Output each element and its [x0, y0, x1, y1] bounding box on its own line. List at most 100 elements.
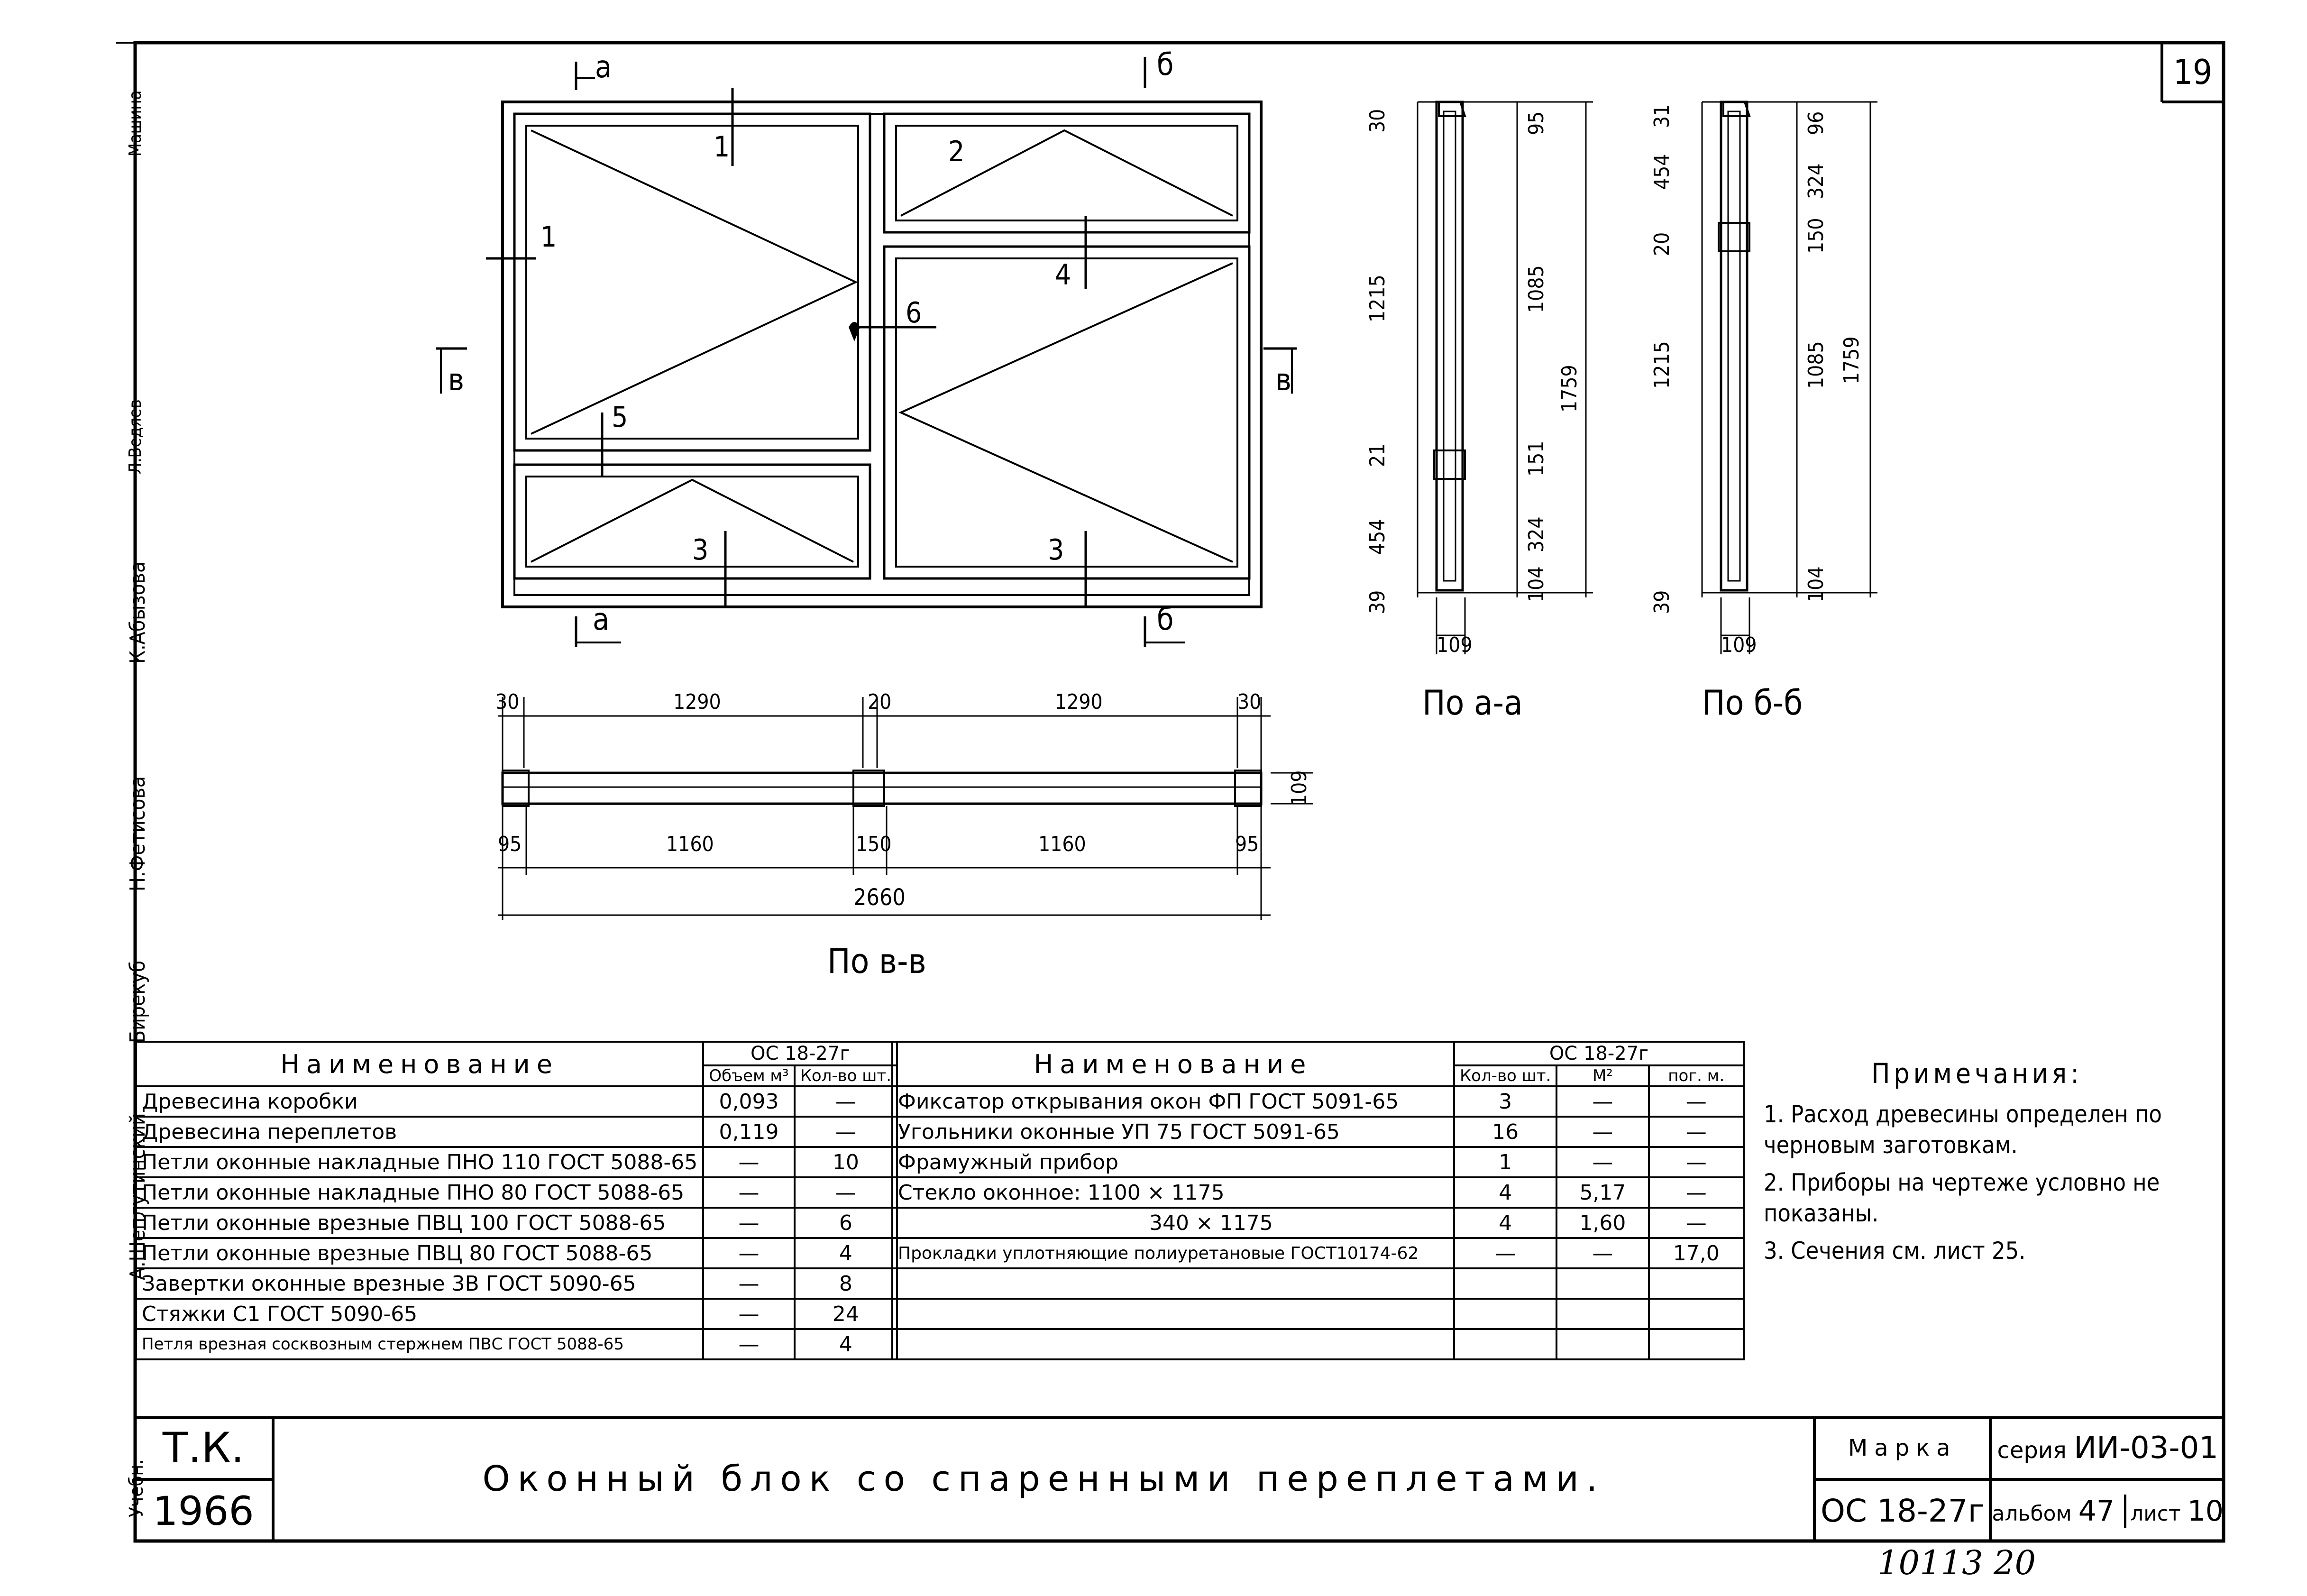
spec-right-col-b: М²	[1556, 1064, 1650, 1087]
dim-b-right: 150	[1804, 218, 1828, 254]
dim-b-left: 31	[1650, 104, 1674, 128]
dim-b-left: 1215	[1650, 341, 1674, 389]
note-item: 3. Сечения см. лист 25.	[1764, 1237, 2026, 1265]
table-row: Петля врезная сосквозным стержнем ПВС ГО…	[135, 1328, 898, 1360]
dim-a-right: 324	[1524, 516, 1548, 552]
section-v-v	[498, 697, 1313, 920]
dim-v-top: 30	[495, 690, 520, 714]
caption-section-b: По б-б	[1702, 683, 1803, 723]
dim-v-top: 1290	[1055, 690, 1103, 714]
dim-b-right: 324	[1804, 163, 1828, 199]
spec-table-left: Наименование ОС 18-27г Объем м³ Кол-во ш…	[135, 1041, 898, 1360]
part-number: 3	[1048, 533, 1064, 567]
stamp-year: 1966	[135, 1478, 275, 1541]
note-item: 1. Расход древесины определен по черновы…	[1764, 1101, 2162, 1159]
dim-b-left: 20	[1650, 232, 1674, 256]
margin-name: Л.Ведяев	[126, 399, 145, 474]
part-number: 5	[612, 401, 628, 434]
spec-right-col-c: пог. м.	[1648, 1064, 1745, 1087]
table-row: Петли оконные накладные ПНО 80 ГОСТ 5088…	[135, 1176, 898, 1209]
table-row: Стяжки С1 ГОСТ 5090-65—24	[135, 1298, 898, 1330]
dim-a-left: 21	[1365, 443, 1390, 467]
dim-v-bottom: 1160	[1038, 832, 1086, 856]
dim-b-right: 96	[1804, 111, 1828, 135]
section-a-a	[1417, 101, 1593, 654]
margin-name: Машина	[126, 90, 145, 157]
dim-b-right: 1085	[1804, 341, 1828, 389]
spec-right-header-name: Наименование	[891, 1041, 1455, 1087]
table-row: Петли оконные врезные ПВЦ 80 ГОСТ 5088-6…	[135, 1237, 898, 1269]
spec-left-col-a: Объем м³	[702, 1064, 796, 1087]
dim-b-bottom: 109	[1721, 633, 1757, 657]
dim-v-bottom: 95	[1235, 832, 1259, 856]
margin-name: К.Абызова	[126, 561, 150, 664]
table-row	[891, 1267, 1745, 1300]
dim-v-top: 30	[1237, 690, 1262, 714]
footer-handwritten-number: 10113 20	[1877, 1543, 2036, 1582]
dim-a-right: 151	[1524, 440, 1548, 477]
dim-a-right: 104	[1524, 566, 1548, 602]
part-number: 3	[692, 533, 709, 567]
table-row: Фиксатор открывания окон ФП ГОСТ 5091-65…	[891, 1085, 1745, 1118]
dim-v-bottom: 150	[856, 832, 892, 856]
dim-v-depth: 109	[1287, 770, 1311, 806]
dim-v-top: 20	[868, 690, 892, 714]
notes-block: Примечания: 1. Расход древесины определе…	[1764, 1057, 2190, 1266]
table-row: Петли оконные врезные ПВЦ 100 ГОСТ 5088-…	[135, 1207, 898, 1239]
title-block: Т.К. Оконный блок со спаренными переплет…	[135, 1418, 2224, 1542]
spec-right-col-a: Кол-во шт.	[1453, 1064, 1558, 1087]
stamp-title: Оконный блок со спаренными переплетами.	[271, 1418, 1816, 1542]
dim-v-overall: 2660	[853, 884, 906, 911]
section-mark-a-bottom: а	[593, 602, 610, 637]
dim-b-left: 39	[1650, 590, 1674, 614]
spec-right-group: ОС 18-27г	[1453, 1041, 1745, 1066]
dim-b-left: 454	[1650, 154, 1674, 190]
margin-name: Бирекуб	[126, 960, 150, 1043]
section-mark-b-bottom: б	[1157, 602, 1174, 637]
dim-v-bottom: 1160	[666, 832, 714, 856]
dim-a-right: 95	[1524, 111, 1548, 135]
stamp-marka-label: Марка	[1813, 1418, 1992, 1481]
dim-a-left: 1215	[1365, 275, 1390, 322]
window-elevation	[436, 57, 1297, 647]
spec-left-col-b: Кол-во шт.	[793, 1064, 898, 1087]
dim-v-top: 1290	[673, 690, 721, 714]
spec-left-group: ОС 18-27г	[702, 1041, 898, 1066]
stamp-marka-value: ОС 18-27г	[1813, 1478, 1992, 1541]
dim-a-right: 1085	[1524, 265, 1548, 313]
part-number: 2	[948, 135, 965, 168]
table-row: Петли оконные накладные ПНО 110 ГОСТ 508…	[135, 1146, 898, 1178]
table-row: Завертки оконные врезные 3В ГОСТ 5090-65…	[135, 1267, 898, 1300]
sheet-frame	[133, 41, 2225, 1543]
section-mark-v-right: в	[1275, 363, 1291, 398]
section-mark-a-top: а	[595, 50, 612, 85]
stamp-seria: серия ИИ-03-01	[1989, 1418, 2224, 1481]
dim-v-bottom: 95	[498, 832, 522, 856]
stamp-tk: Т.К.	[135, 1418, 275, 1481]
part-number: 1	[540, 220, 557, 254]
spec-left-header-name: Наименование	[135, 1041, 705, 1087]
dim-a-left: 30	[1365, 109, 1390, 133]
part-number: 6	[906, 296, 922, 330]
note-item: 2. Приборы на чертеже условно не показан…	[1764, 1169, 2160, 1227]
dim-a-overall: 1759	[1557, 365, 1582, 413]
section-mark-b-top: б	[1157, 47, 1174, 83]
dim-b-right: 104	[1804, 566, 1828, 602]
part-number: 4	[1055, 258, 1071, 292]
margin-name: Н.Фетисова	[126, 776, 150, 891]
dim-b-overall: 1759	[1840, 336, 1864, 384]
section-mark-v-left: в	[448, 363, 464, 398]
notes-title: Примечания:	[1871, 1057, 2083, 1090]
table-row	[891, 1328, 1745, 1360]
dim-a-left: 454	[1365, 519, 1390, 555]
stamp-album-list: альбом 47 лист 10	[1989, 1478, 2224, 1541]
caption-section-a: По а-а	[1422, 683, 1523, 723]
table-row	[891, 1298, 1745, 1330]
table-row: Прокладки уплотняющие полиуретановые ГОС…	[891, 1237, 1745, 1269]
